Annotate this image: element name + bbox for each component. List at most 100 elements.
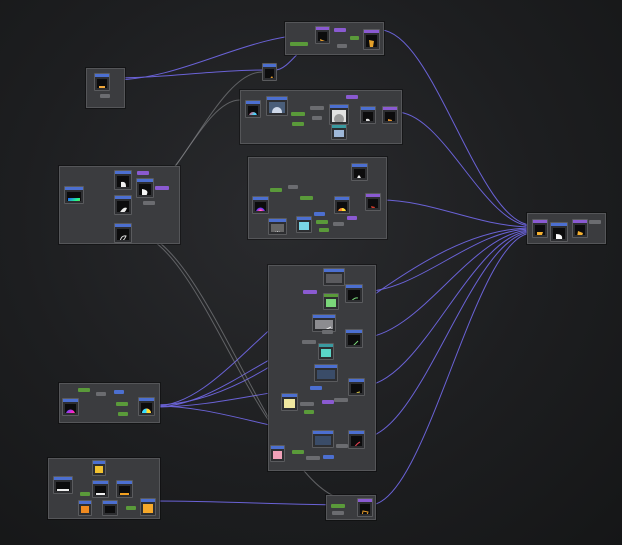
node-color-wheel-c[interactable] [252, 196, 269, 214]
orange-shape-icon [265, 69, 274, 78]
node-yellow-a[interactable] [92, 460, 106, 476]
gradient-swatch-icon [326, 299, 336, 307]
silhouette-icon [553, 228, 565, 239]
gradient-swatch-icon [284, 399, 295, 408]
color-wheel-icon [67, 192, 81, 201]
layers-icon [105, 506, 115, 513]
node-gray-d[interactable] [312, 430, 334, 448]
layers-icon [119, 486, 130, 495]
silhouette-icon [117, 176, 129, 187]
node-color-wheel-f[interactable] [138, 397, 155, 416]
node-shape-b[interactable] [363, 29, 380, 50]
node-color-wheel-e[interactable] [62, 398, 79, 416]
node-output-b[interactable] [550, 222, 568, 242]
node-bw-mask[interactable] [360, 106, 376, 124]
gradient-swatch-icon [143, 504, 153, 513]
node-layers-b[interactable] [92, 480, 109, 498]
node-orange-c[interactable] [140, 498, 156, 516]
node-pink-swatch[interactable] [270, 445, 285, 462]
orange-shape-icon [535, 225, 545, 235]
node-color-wheel-d[interactable] [334, 196, 350, 214]
node-orange-b[interactable] [102, 500, 118, 516]
layers-icon [95, 486, 106, 495]
color-wheel-icon [255, 202, 266, 211]
node-dots[interactable] [268, 218, 287, 235]
gradient-swatch-icon [317, 370, 335, 379]
silhouette-icon [351, 384, 362, 393]
node-gray-a[interactable] [323, 268, 345, 286]
connection-wire[interactable] [111, 69, 268, 79]
gradient-swatch-icon [299, 222, 309, 230]
orange-shape-icon [368, 199, 378, 208]
silhouette-icon [348, 335, 360, 345]
color-wheel-icon [337, 202, 347, 211]
orange-shape-icon [360, 504, 370, 514]
node-color-wheel-b[interactable] [64, 186, 84, 204]
gradient-swatch-icon [321, 349, 331, 357]
sphere-icon [269, 102, 285, 113]
node-silhouette-a[interactable] [114, 170, 132, 190]
node-teal-swatch[interactable] [331, 124, 347, 140]
color-wheel-icon [65, 404, 76, 413]
dot-pattern-icon [271, 224, 284, 232]
connection-wire[interactable] [361, 231, 533, 439]
node-red-line[interactable] [348, 430, 365, 449]
node-teal-swatch-b[interactable] [318, 343, 334, 360]
connection-wire[interactable] [379, 199, 533, 228]
node-orange-layers[interactable] [116, 480, 133, 498]
gradient-swatch-icon [315, 320, 333, 329]
node-output-c[interactable] [572, 219, 588, 238]
node-layers-a[interactable] [53, 476, 73, 494]
node-shape-a[interactable] [315, 26, 330, 44]
color-wheel-icon [248, 106, 258, 115]
node-gray-c[interactable] [314, 364, 338, 382]
gradient-swatch-icon [315, 436, 331, 445]
silhouette-icon [348, 290, 360, 300]
node-orange-brush[interactable] [262, 63, 277, 81]
node-orange-mask[interactable] [94, 73, 110, 91]
connection-wire[interactable] [359, 229, 533, 339]
sphere-icon [332, 110, 346, 122]
silhouette-icon [354, 169, 365, 178]
silhouette-icon [117, 201, 129, 212]
node-outline[interactable] [114, 223, 132, 243]
node-white-drop[interactable] [351, 163, 368, 181]
orange-shape-icon [97, 79, 107, 88]
node-bottom-output[interactable] [357, 498, 373, 517]
node-orange-out-a[interactable] [382, 106, 398, 124]
color-wheel-icon [141, 403, 152, 413]
node-output-a[interactable] [532, 219, 548, 238]
connection-wire[interactable] [359, 228, 533, 293]
node-silhouette-b[interactable] [136, 178, 154, 198]
orange-shape-icon [366, 35, 377, 47]
node-green-line-b[interactable] [345, 329, 363, 348]
gradient-swatch-icon [81, 506, 89, 513]
node-sphere-b[interactable] [329, 104, 349, 125]
node-red-shape[interactable] [365, 193, 381, 211]
node-silhouette-c[interactable] [114, 195, 132, 215]
node-yellow-line[interactable] [348, 378, 365, 396]
orange-shape-icon [385, 112, 395, 121]
node-sphere-a[interactable] [266, 96, 288, 116]
silhouette-icon [117, 229, 129, 240]
gradient-swatch-icon [326, 274, 342, 283]
silhouette-icon [139, 184, 151, 195]
gradient-swatch-icon [95, 466, 103, 473]
silhouette-icon [363, 112, 373, 121]
node-green-line-a[interactable] [345, 284, 363, 303]
silhouette-icon [351, 436, 362, 446]
gradient-swatch-icon [334, 130, 344, 137]
orange-shape-icon [318, 32, 327, 41]
node-green-swatch[interactable] [323, 293, 339, 310]
node-cyan-square[interactable] [296, 216, 312, 233]
gradient-swatch-icon [273, 451, 282, 459]
connection-wire[interactable] [379, 29, 533, 226]
connection-wire[interactable] [361, 230, 533, 387]
node-yellow-swatch[interactable] [281, 393, 298, 411]
connection-wire[interactable] [395, 111, 533, 227]
node-color-wheel-a[interactable] [245, 100, 261, 118]
orange-shape-icon [575, 225, 585, 235]
node-orange-a[interactable] [78, 500, 92, 516]
connection-wire[interactable] [369, 232, 533, 506]
